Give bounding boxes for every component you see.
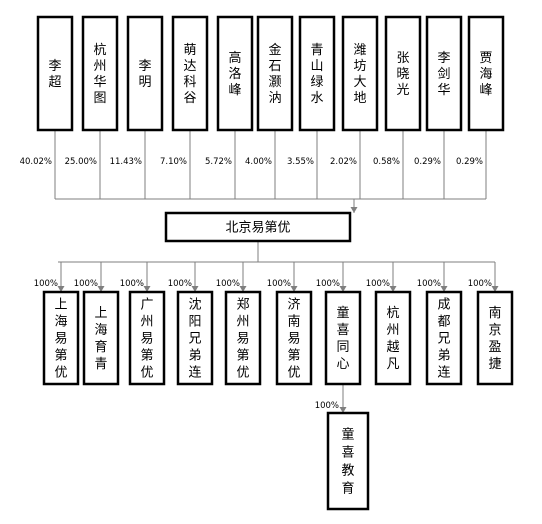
subsidiary-pct: 100% xyxy=(417,279,441,289)
shareholder-pct: 0.29% xyxy=(414,157,441,167)
subsidiary-name: 童喜同心 xyxy=(336,305,349,372)
subsidiary-pct: 100% xyxy=(120,279,144,289)
subsidiary-box xyxy=(324,290,362,386)
shareholder-name: 李剑华 xyxy=(437,51,450,98)
shareholder-name: 金石灏汭 xyxy=(268,42,281,106)
subsidiary-pct: 100% xyxy=(316,279,340,289)
subsidiary-arrow xyxy=(57,286,65,292)
subsidiary-arrow xyxy=(97,286,105,292)
shareholder-box xyxy=(171,15,209,132)
shareholder-pct: 2.02% xyxy=(330,157,357,167)
shareholder-box xyxy=(298,15,336,132)
subsidiary-arrow xyxy=(440,286,448,292)
subsidiary-arrow xyxy=(191,286,199,292)
shareholder-name: 萌达科谷 xyxy=(183,43,196,106)
shareholder-pct: 0.29% xyxy=(456,157,483,167)
subsidiary-arrow xyxy=(491,286,499,292)
subsidiary-box xyxy=(42,290,80,386)
shareholder-pct: 40.02% xyxy=(20,157,52,167)
shareholder-box xyxy=(425,15,463,132)
grandchild-arrow xyxy=(339,407,347,413)
shareholder-name: 青山绿水 xyxy=(310,43,323,106)
shareholder-box xyxy=(467,15,505,132)
subsidiary-box xyxy=(476,290,514,386)
subsidiary-arrow xyxy=(239,286,247,292)
subsidiary-box xyxy=(425,290,463,386)
shareholder-pct: 3.55% xyxy=(287,157,314,167)
grandchild-box xyxy=(326,411,370,511)
subsidiary-name: 杭州越凡 xyxy=(386,306,399,372)
shareholder-pct: 25.00% xyxy=(65,157,97,167)
subsidiary-name: 成都兄弟连 xyxy=(437,298,450,381)
shareholder-box xyxy=(216,15,254,132)
subsidiary-pct: 100% xyxy=(366,279,390,289)
shareholder-name: 贾海峰 xyxy=(479,51,492,98)
subsidiary-arrow xyxy=(143,286,151,292)
shareholder-pct: 5.72% xyxy=(205,157,232,167)
subsidiary-name: 沈阳兄弟连 xyxy=(188,298,201,381)
subsidiary-name: 上海育青 xyxy=(94,306,107,372)
subsidiary-pct: 100% xyxy=(34,279,58,289)
shareholder-box xyxy=(341,15,379,132)
subsidiary-pct: 100% xyxy=(468,279,492,289)
shareholder-name: 李超 xyxy=(48,59,61,90)
shareholder-name: 杭州华图 xyxy=(93,43,106,106)
company-box xyxy=(164,211,352,243)
subsidiary-box xyxy=(82,290,120,386)
subsidiary-pct: 100% xyxy=(216,279,240,289)
subsidiary-box xyxy=(374,290,412,386)
subsidiary-arrow xyxy=(389,286,397,292)
subsidiary-box xyxy=(128,290,166,386)
shareholder-box xyxy=(36,15,74,132)
subsidiary-pct: 100% xyxy=(267,279,291,289)
shareholder-box xyxy=(256,15,294,132)
shareholder-pct: 0.58% xyxy=(373,157,400,167)
shareholder-pct: 4.00% xyxy=(245,157,272,167)
subsidiary-box xyxy=(176,290,214,386)
company-name: 北京易第优 xyxy=(225,221,290,236)
shareholder-name: 张晓光 xyxy=(396,51,409,98)
subsidiary-name: 济南易第优 xyxy=(287,298,300,381)
subsidiary-arrow xyxy=(339,286,347,292)
subsidiary-pct: 100% xyxy=(168,279,192,289)
subsidiary-box xyxy=(275,290,313,386)
shareholder-name: 潍坊大地 xyxy=(353,43,366,106)
shareholder-pct: 11.43% xyxy=(110,157,142,167)
shareholder-box xyxy=(126,15,164,132)
shareholder-pct: 7.10% xyxy=(160,157,187,167)
shareholder-name: 李明 xyxy=(138,59,151,90)
grandchild-name: 童喜教育 xyxy=(341,427,354,497)
subsidiary-arrow xyxy=(290,286,298,292)
subsidiary-box xyxy=(224,290,262,386)
shareholder-name: 高洛峰 xyxy=(228,50,241,98)
subsidiary-name: 南京盈捷 xyxy=(488,305,501,372)
subsidiary-pct: 100% xyxy=(74,279,98,289)
shareholder-box xyxy=(81,15,119,132)
subsidiary-name: 上海易第优 xyxy=(54,298,67,381)
center-arrow xyxy=(350,207,358,213)
grandchild-pct: 100% xyxy=(315,401,339,411)
subsidiary-name: 广州易第优 xyxy=(140,298,153,381)
shareholder-box xyxy=(384,15,422,132)
subsidiary-name: 郑州易第优 xyxy=(236,298,249,381)
